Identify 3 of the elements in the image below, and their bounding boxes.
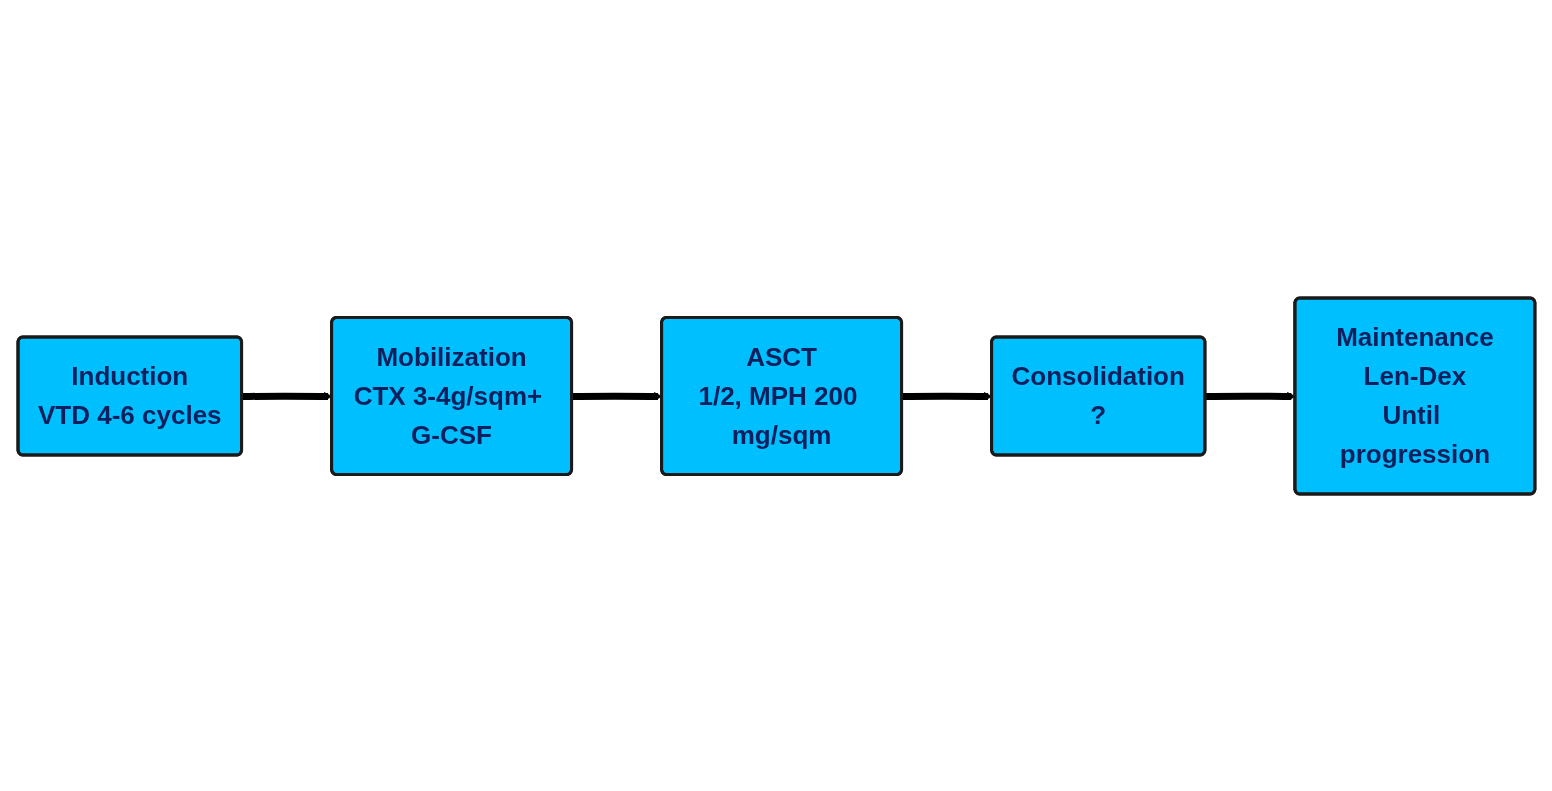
arrow bbox=[241, 391, 332, 401]
arrow bbox=[571, 391, 662, 401]
arrow bbox=[901, 391, 992, 401]
